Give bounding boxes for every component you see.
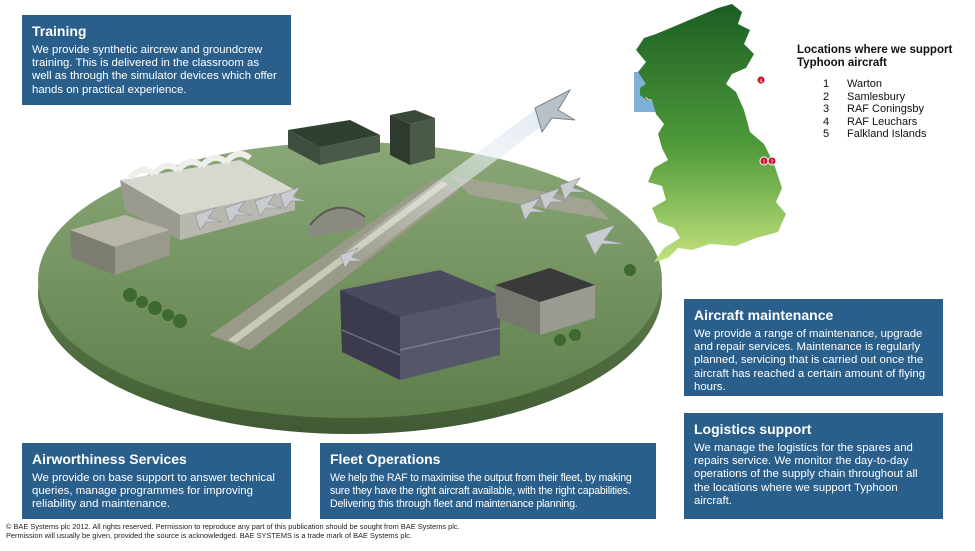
parked-jets	[194, 177, 627, 269]
location-name: Samlesbury	[847, 90, 906, 103]
location-number: 2	[823, 90, 830, 103]
taxiway	[450, 175, 610, 220]
small-hangar	[70, 215, 170, 275]
contrail	[330, 110, 550, 262]
aircraft-maintenance-panel: Aircraft maintenance We provide a range …	[684, 299, 943, 396]
airbase-illustration	[38, 88, 662, 434]
logistics-title: Logistics support	[694, 421, 812, 437]
fleet-body: We help the RAF to maximise the output f…	[330, 472, 632, 510]
maintenance-body: We provide a range of maintenance, upgra…	[694, 328, 926, 393]
location-item: 5 Falkland Islands	[823, 128, 967, 141]
airworthiness-services-panel: Airworthiness Services We provide on bas…	[22, 443, 291, 519]
climbing-jet-icon	[534, 88, 576, 134]
training-title: Training	[32, 23, 87, 39]
airworthiness-title: Airworthiness Services	[32, 451, 187, 467]
training-body: We provide synthetic aircrew and groundc…	[32, 44, 277, 96]
hardened-shelter	[309, 206, 366, 237]
fleet-title: Fleet Operations	[330, 451, 441, 467]
map-marker-1-label: 1	[762, 160, 765, 166]
maintenance-hangar	[495, 268, 595, 335]
uk-map: 5 4 1 2 3	[634, 4, 786, 262]
location-item: 2 Samlesbury	[823, 91, 967, 104]
location-number: 1	[823, 78, 830, 90]
location-name: Warton	[847, 78, 883, 90]
footer-line-2: Permission will usually be given, provid…	[6, 531, 412, 540]
footer-line-1: © BAE Systems plc 2012. All rights reser…	[6, 522, 460, 531]
logistics-support-panel: Logistics support We manage the logistic…	[684, 413, 943, 519]
maintenance-title: Aircraft maintenance	[694, 307, 834, 323]
location-name: Falkland Islands	[847, 128, 927, 141]
location-number: 4	[823, 115, 830, 128]
location-item: 4 RAF Leuchars	[823, 116, 967, 129]
airworthiness-body: We provide on base support to answer tec…	[32, 472, 275, 511]
location-name: RAF Leuchars	[847, 115, 918, 128]
map-markers: 4 1 2 3	[756, 75, 777, 166]
logistics-body: We manage the logistics for the spares a…	[694, 442, 918, 507]
location-number: 5	[823, 128, 830, 141]
locations-legend: Locations where we support Typhoon aircr…	[797, 44, 967, 141]
fleet-operations-panel: Fleet Operations We help the RAF to maxi…	[320, 443, 656, 519]
map-marker-4-label: 4	[759, 79, 762, 85]
command-building	[288, 120, 380, 165]
map-marker-2	[767, 156, 777, 166]
locations-list: 1 Warton 2 Samlesbury 3 RAF Coningsby 4 RAF …	[797, 78, 967, 141]
great-britain	[636, 4, 786, 262]
trees	[123, 264, 636, 346]
location-number: 3	[823, 103, 830, 116]
main-hangar	[340, 270, 501, 380]
map-marker-4	[756, 75, 766, 85]
copyright-footer: © BAE Systems plc 2012. All rights reser…	[6, 522, 786, 540]
training-panel: Training We provide synthetic aircrew an…	[22, 15, 291, 105]
location-item: 3 RAF Coningsby	[823, 103, 967, 116]
locations-title: Locations where we support Typhoon aircr…	[797, 44, 953, 69]
location-item: 1 Warton	[823, 78, 967, 91]
map-marker-2-label: 2	[770, 160, 773, 166]
location-name: RAF Coningsby	[847, 103, 925, 116]
tower-building	[390, 110, 435, 165]
